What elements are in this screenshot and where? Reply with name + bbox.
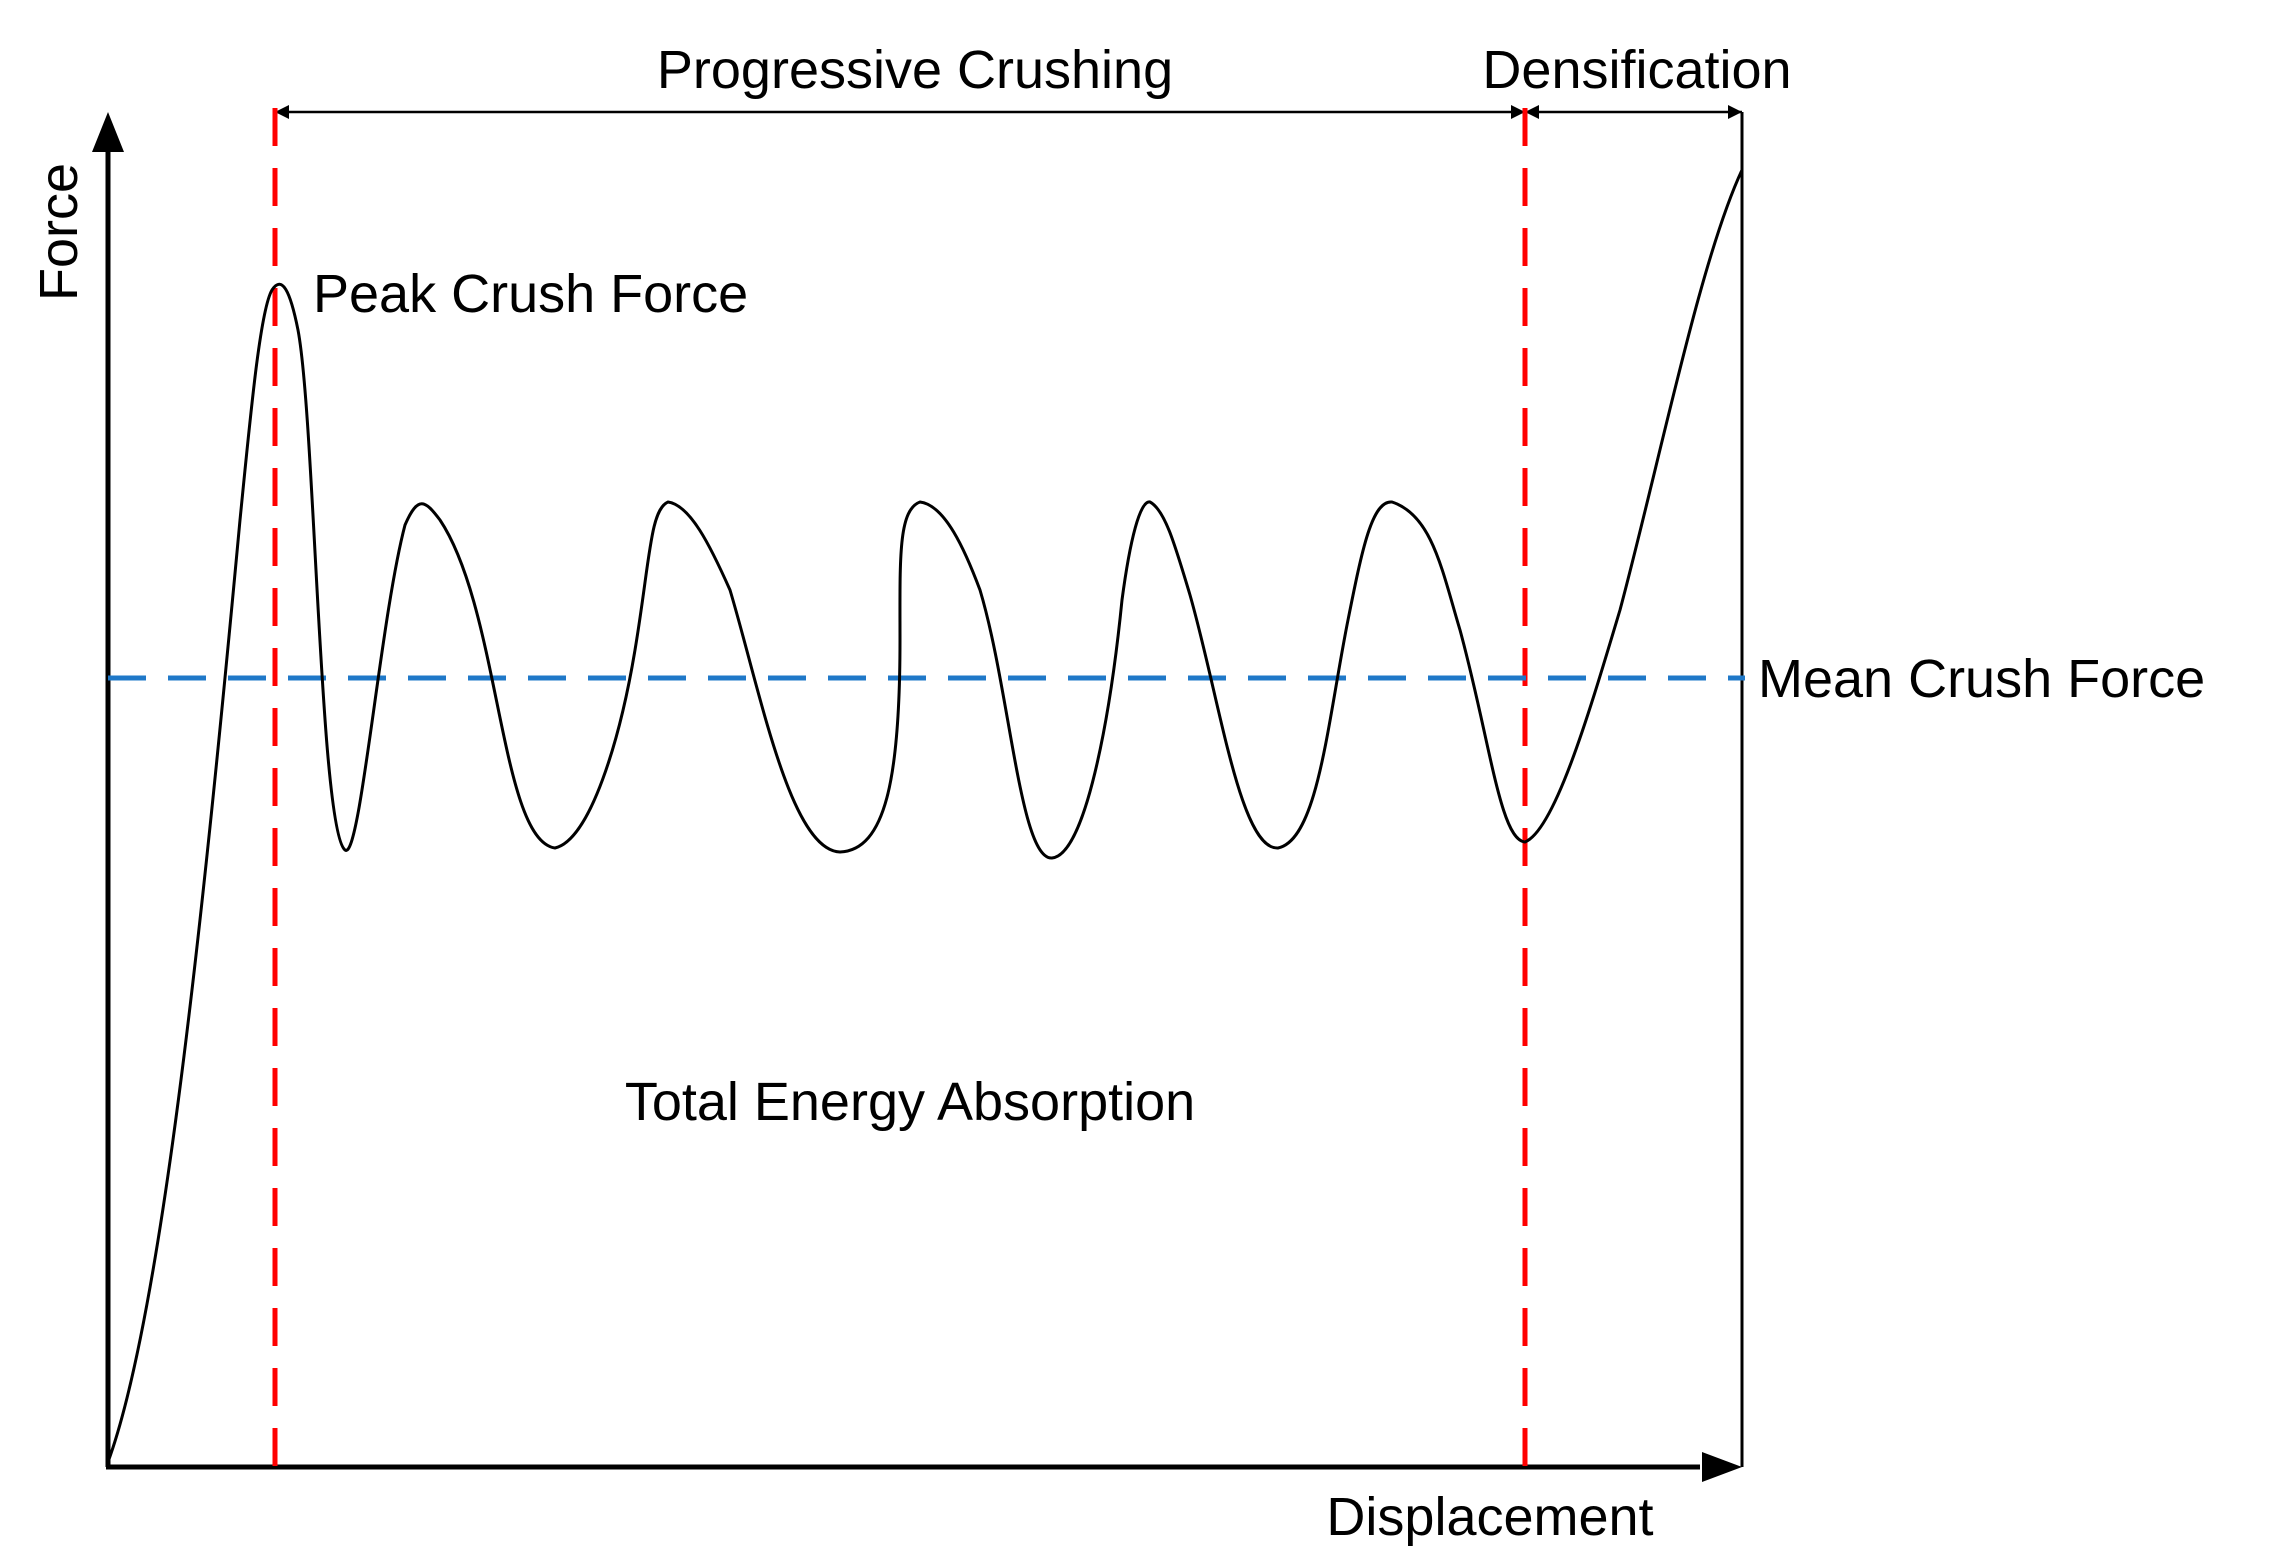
force-displacement-curve: [106, 169, 1744, 1463]
mean-crush-force-label: Mean Crush Force: [1758, 649, 2205, 709]
y-axis-arrowhead: [92, 112, 124, 152]
progressive-crushing-label: Progressive Crushing: [657, 40, 1173, 100]
total-energy-absorption-label: Total Energy Absorption: [625, 1072, 1195, 1132]
x-axis-label: Displacement: [1326, 1487, 1653, 1547]
densification-label: Densification: [1482, 40, 1791, 100]
peak-crush-force-label: Peak Crush Force: [313, 264, 748, 324]
x-axis-arrowhead: [1702, 1452, 1742, 1482]
y-axis-label: Force: [29, 163, 89, 301]
